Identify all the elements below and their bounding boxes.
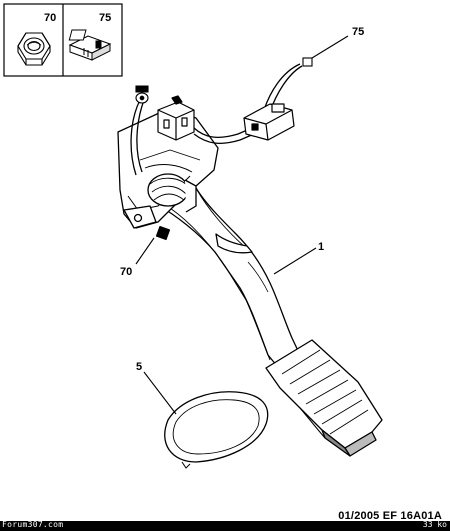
file-size: 33 ko [422,520,447,529]
leader-lines [135,35,349,415]
sensor-connector [157,95,195,141]
pedal-arm [157,187,301,373]
pedal-pad [164,391,269,469]
pivot-drum [147,173,197,213]
legend-label-70: 70 [44,12,56,24]
leader-line-1 [273,247,317,275]
callout-70: 70 [120,266,132,278]
leader-line-70 [135,237,155,265]
site-watermark: Forum307.com [2,520,64,529]
leader-line-5 [143,371,177,415]
diagram-reference-code: 01/2005 EF 16A01A [338,510,442,522]
legend-label-75: 75 [99,12,111,24]
harness-clip [135,85,149,104]
callout-5: 5 [136,361,142,373]
watermark-bar: Forum307.com 33 ko [0,520,450,531]
inline-connector [243,103,295,141]
hex-nut-icon [17,32,51,66]
callout-75: 75 [352,26,364,38]
connector-marker-square [302,57,313,67]
leader-line-75 [311,35,349,59]
foot-plate [265,339,383,457]
callout-1: 1 [318,241,324,253]
parts-legend: 70 75 [3,3,123,77]
connector-clip-icon [68,29,112,61]
